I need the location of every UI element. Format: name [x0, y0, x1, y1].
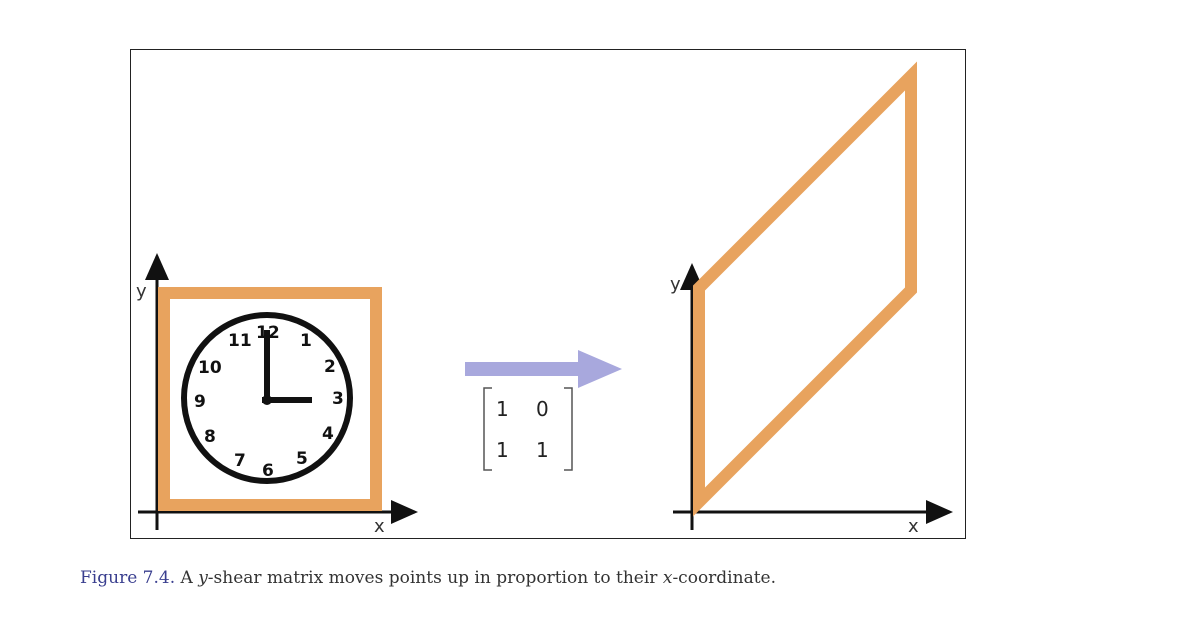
arrow-head	[578, 350, 622, 388]
matrix-r2c2: 1	[536, 438, 549, 462]
matrix-left-bracket	[483, 387, 492, 471]
matrix-r2c1: 1	[496, 438, 509, 462]
left-num-2: 2	[324, 357, 336, 377]
right-orange-frame	[693, 61, 917, 517]
left-clock: 12 1 2 3 4 5 6 7 8 9 10 11	[181, 312, 353, 484]
right-x-label: x	[908, 516, 919, 537]
transform-arrow	[465, 350, 622, 388]
left-num-4: 4	[322, 424, 334, 444]
caption-text-3: -shear matrix moves points up in proport…	[207, 568, 663, 588]
caption-text-1: A	[175, 568, 199, 588]
figure-number: Figure 7.4.	[80, 568, 176, 588]
shear-matrix: 1 0 1 1	[483, 387, 573, 471]
right-y-label: y	[670, 274, 681, 295]
left-num-1: 1	[300, 331, 312, 351]
caption-text-5: -coordinate.	[672, 568, 776, 588]
left-x-label: x	[374, 516, 385, 537]
matrix-right-bracket	[564, 387, 573, 471]
left-num-8: 8	[204, 427, 216, 447]
left-num-12: 12	[256, 323, 280, 343]
matrix-r1c1: 1	[496, 397, 509, 421]
left-num-6: 6	[262, 461, 274, 481]
caption-text-2: y	[198, 568, 208, 588]
left-num-9: 9	[194, 392, 206, 412]
left-orange-frame	[158, 287, 382, 511]
right-panel: y x 12 1 2 3 4 5 6 7 8 9 10 11	[670, 61, 953, 537]
left-num-10: 10	[198, 358, 222, 378]
left-num-3: 3	[332, 389, 344, 409]
left-clock-center	[262, 395, 272, 405]
caption-text-4: x	[662, 568, 673, 588]
left-num-11: 11	[228, 331, 252, 351]
left-y-label: y	[136, 281, 147, 302]
matrix-r1c2: 0	[536, 397, 549, 421]
left-num-5: 5	[296, 449, 308, 469]
figure-caption: Figure 7.4. A y-shear matrix moves point…	[80, 568, 776, 588]
arrow-shaft	[465, 362, 580, 376]
left-num-7: 7	[234, 451, 246, 471]
left-panel: y x 12 1 2 3 4 5 6 7 8 9 10 11	[136, 253, 418, 537]
